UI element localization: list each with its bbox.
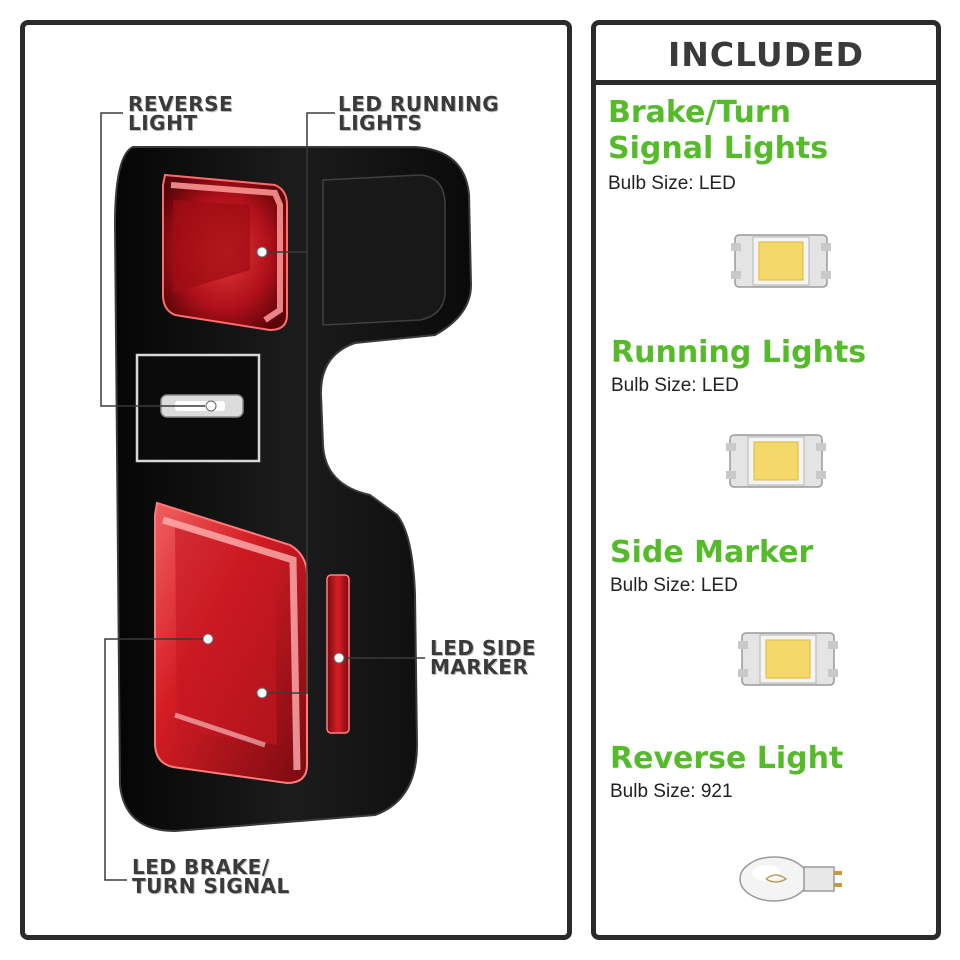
callout-led-brake-turn: LED BRAKE/ TURN SIGNAL xyxy=(132,855,290,898)
item-title-side-marker: Side Marker xyxy=(610,535,814,570)
bulb-size-reverse-light: Bulb Size: 921 xyxy=(610,781,733,802)
tail-light-diagram-panel: REVERSE LIGHT LED RUNNING LIGHTS LED SID… xyxy=(20,20,572,940)
bulb-size-side-marker: Bulb Size: LED xyxy=(610,575,738,596)
item-title-reverse-light: Reverse Light xyxy=(610,741,844,776)
callout-reverse-light: REVERSE LIGHT xyxy=(128,92,234,135)
led-chip-icon xyxy=(731,225,831,297)
tail-light-illustration xyxy=(100,112,473,881)
led-chip-icon xyxy=(738,623,838,695)
item-title-brake-turn: Brake/Turn Signal Lights xyxy=(608,95,829,166)
included-header: INCLUDED xyxy=(596,25,936,85)
included-panel: INCLUDED Brake/Turn Signal Lights Bulb S… xyxy=(591,20,941,940)
item-title-running-lights: Running Lights xyxy=(611,335,867,370)
bulb-size-brake-turn: Bulb Size: LED xyxy=(608,173,736,194)
wedge-bulb-icon xyxy=(736,851,846,907)
callout-led-running-lights: LED RUNNING LIGHTS xyxy=(338,92,500,135)
led-chip-icon xyxy=(726,425,826,497)
bulb-size-running-lights: Bulb Size: LED xyxy=(611,375,739,396)
included-title: INCLUDED xyxy=(667,35,865,74)
callout-led-side-marker: LED SIDE MARKER xyxy=(430,636,537,679)
